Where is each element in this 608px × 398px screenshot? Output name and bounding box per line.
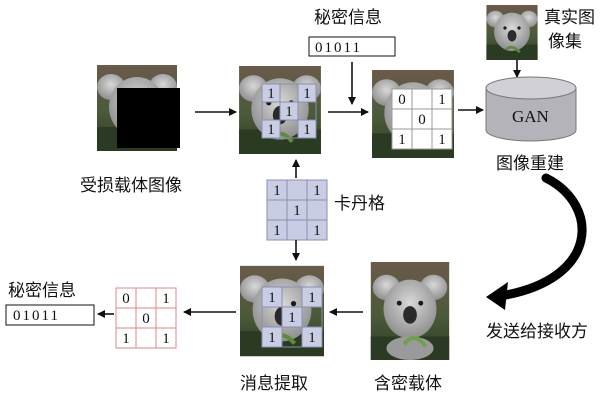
grid-digit: 1 <box>273 183 281 199</box>
stego-carrier-image <box>371 262 449 360</box>
secret-info-bottom-label: 秘密信息 <box>8 281 76 301</box>
grid-digit: 1 <box>303 86 311 102</box>
grid-cell <box>286 219 308 241</box>
grid-cell <box>155 327 177 349</box>
gan-database-cylinder <box>485 76 577 142</box>
grid-cell <box>411 128 433 150</box>
grid-cell <box>155 307 177 329</box>
secret-bits-top-value: 01011 <box>315 40 362 56</box>
grid-digit: 1 <box>268 290 276 306</box>
secret-bits-top-box <box>308 36 396 57</box>
grid-digit: 1 <box>313 183 321 199</box>
grid-digit: 1 <box>308 330 316 346</box>
damaged-region <box>117 88 180 148</box>
message-extraction-label: 消息提取 <box>240 374 308 394</box>
grid-cell <box>266 199 288 221</box>
secret-info-top-label: 秘密信息 <box>314 8 382 28</box>
grid-cell <box>297 119 317 139</box>
grid-digit: 1 <box>308 290 316 306</box>
real-image-set-label-line1: 真实图 <box>544 8 595 28</box>
curved-arrow-head <box>486 282 508 310</box>
real-image-set-thumbnail <box>486 5 538 60</box>
grid-digit: 1 <box>285 104 293 120</box>
grid-cell <box>431 108 453 130</box>
real-image-set-label-line2: 像集 <box>548 32 582 52</box>
grid-cell <box>431 128 453 150</box>
grid-digit: 1 <box>438 92 446 108</box>
stego-carrier-label: 含密载体 <box>374 374 442 394</box>
grid-digit: 1 <box>267 86 275 102</box>
grid-digit: 1 <box>268 330 276 346</box>
curved-arrow-send <box>495 173 587 301</box>
grid-cell <box>306 219 328 241</box>
grid-digit: 1 <box>162 331 170 347</box>
damaged-carrier-image <box>97 65 180 151</box>
grid-cell <box>115 307 137 329</box>
grid-cell <box>135 287 157 309</box>
grid-digit: 1 <box>303 122 311 138</box>
grid-digit: 1 <box>398 132 406 148</box>
grid-digit: 1 <box>293 203 301 219</box>
grid-digit: 1 <box>438 132 446 148</box>
damaged-carrier-label: 受损载体图像 <box>80 176 182 196</box>
grid-cell <box>135 327 157 349</box>
grid-digit: 1 <box>267 122 275 138</box>
grid-cell <box>391 108 413 130</box>
grid-cell <box>301 326 323 348</box>
grid-digit: 1 <box>273 223 281 239</box>
grid-digit: 1 <box>122 331 130 347</box>
cardan-grille-label: 卡丹格 <box>334 194 385 214</box>
grid-digit: 0 <box>142 311 150 327</box>
grid-cell <box>286 179 308 201</box>
grid-digit: 1 <box>288 310 296 326</box>
grid-digit: 1 <box>313 223 321 239</box>
grid-digit: 1 <box>162 291 170 307</box>
image-reconstruction-label: 图像重建 <box>496 154 564 174</box>
secret-bits-bottom-value: 01011 <box>13 308 60 324</box>
grid-digit: 0 <box>122 291 130 307</box>
secret-bits-bottom-box <box>5 304 95 326</box>
grid-cell <box>411 88 433 110</box>
grid-digit: 0 <box>398 92 406 108</box>
grid-cell <box>306 199 328 221</box>
grid-digit: 0 <box>418 112 426 128</box>
gan-label: GAN <box>512 107 549 126</box>
send-to-receiver-label: 发送给接收方 <box>486 322 588 342</box>
